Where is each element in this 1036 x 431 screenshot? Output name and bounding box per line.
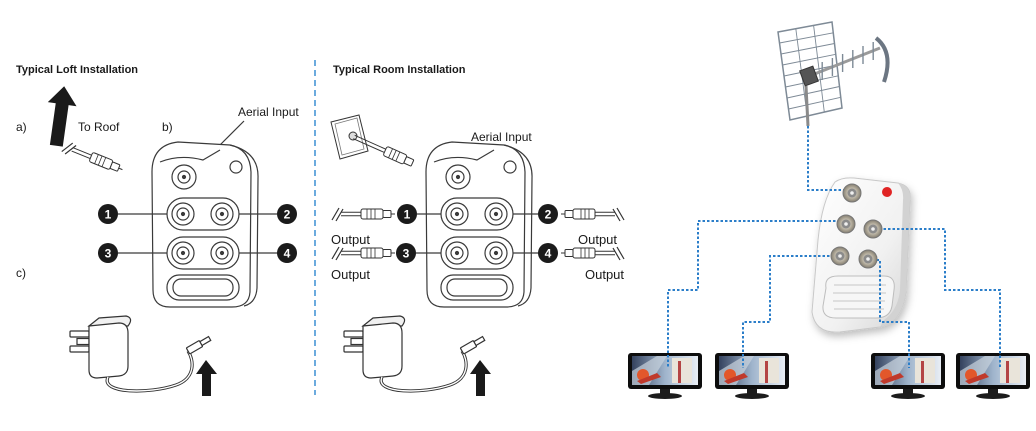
room-port-badge-4: 4 [538, 243, 558, 263]
to-roof-label: To Roof [78, 120, 120, 134]
amplifier-photo-side [880, 183, 911, 327]
coax-plug-icon [331, 207, 396, 222]
room-port-badge-2: 2 [538, 204, 558, 224]
loft-port-badge-1: 1 [98, 204, 118, 224]
adapter-cable-core [106, 350, 193, 392]
amplifier-icon [151, 141, 259, 308]
amplifier-top-ridge [159, 149, 221, 163]
room-port-badge-1: 1 [397, 204, 417, 224]
photo-port-input [842, 183, 862, 203]
loft-port-badge-2: 2 [277, 204, 297, 224]
output-label-3: Output [331, 267, 370, 282]
up-arrow-icon [47, 86, 77, 147]
loft-port-badge-3: 3 [98, 243, 118, 263]
amplifier-photo-grip [822, 275, 895, 319]
antenna-icon [777, 21, 890, 127]
output-port-3 [171, 241, 195, 265]
room-port-badge-3: 3 [396, 243, 416, 263]
output-label-2: Output [578, 232, 617, 247]
power-adapter-icon [69, 315, 212, 393]
signal-cable-tv-2 [742, 255, 834, 368]
room-aerial-cable [353, 134, 415, 167]
adapter-prong [69, 330, 90, 338]
antenna-bow-element [874, 36, 890, 83]
dc-jack-plug [186, 335, 212, 355]
loft-step-c: c) [16, 266, 26, 280]
room-aerial-input-label: Aerial Input [471, 130, 532, 144]
port-badge-number: 2 [545, 208, 552, 222]
output-port-4 [210, 241, 234, 265]
output-port-2 [210, 202, 234, 226]
grip-handle-inner [172, 278, 234, 297]
led-indicator [882, 187, 892, 197]
photo-port-output-3 [830, 246, 850, 266]
photo-port-output-1 [836, 214, 856, 234]
port-badge-number: 4 [284, 247, 291, 261]
up-arrow-icon [196, 360, 217, 396]
aerial-input-port [171, 164, 197, 190]
tv-icon [956, 353, 1030, 399]
port-badge-number: 1 [105, 208, 112, 222]
port-badge-number: 1 [404, 208, 411, 222]
tv-icon [628, 353, 702, 399]
coax-plug-icon [331, 246, 396, 261]
wall-socket-icon [330, 114, 369, 160]
signal-cable-tv-1 [667, 220, 840, 368]
loft-step-b: b) [162, 120, 173, 134]
coax-plug-icon [560, 207, 625, 222]
adapter-prong [76, 337, 90, 346]
coax-plug-icon [560, 246, 625, 261]
output-label-4: Output [585, 267, 624, 282]
room-port-leaders [416, 213, 538, 254]
room-power-adapter [342, 314, 488, 393]
port-badge-number: 2 [284, 208, 291, 222]
loft-port-leaders [118, 213, 277, 254]
photo-port-output-2 [863, 219, 883, 239]
amplifier-body-outline [151, 141, 252, 308]
port-badge-number: 3 [105, 247, 112, 261]
port-badge-number: 3 [403, 247, 410, 261]
antenna-reflector [777, 21, 843, 121]
photo-port-output-4 [858, 249, 878, 269]
room-amplifier [425, 141, 533, 308]
room-heading: Typical Room Installation [333, 64, 466, 76]
up-arrow-icon [470, 360, 491, 396]
output-label-1: Output [331, 232, 370, 247]
antenna-boom [811, 46, 881, 77]
tv-icon [715, 353, 789, 399]
loft-port-badge-4: 4 [277, 243, 297, 263]
loft-step-a: a) [16, 120, 27, 134]
led-indicator [229, 160, 243, 174]
antenna-feed-cable [807, 126, 846, 191]
adapter-body [88, 322, 129, 379]
port-badge-number: 4 [545, 247, 552, 261]
output-port-1 [171, 202, 195, 226]
amplifier-side-edge [229, 144, 259, 307]
adapter-prong [69, 345, 90, 353]
antenna-head-box [799, 65, 819, 87]
grip-handle [166, 274, 240, 301]
loft-heading: Typical Loft Installation [16, 64, 138, 76]
antenna-directors [821, 42, 874, 80]
loft-aerial-cable [60, 139, 126, 177]
loft-aerial-input-label: Aerial Input [238, 105, 299, 119]
antenna-mast [804, 85, 810, 127]
signal-cable-tv-4 [879, 228, 1001, 368]
